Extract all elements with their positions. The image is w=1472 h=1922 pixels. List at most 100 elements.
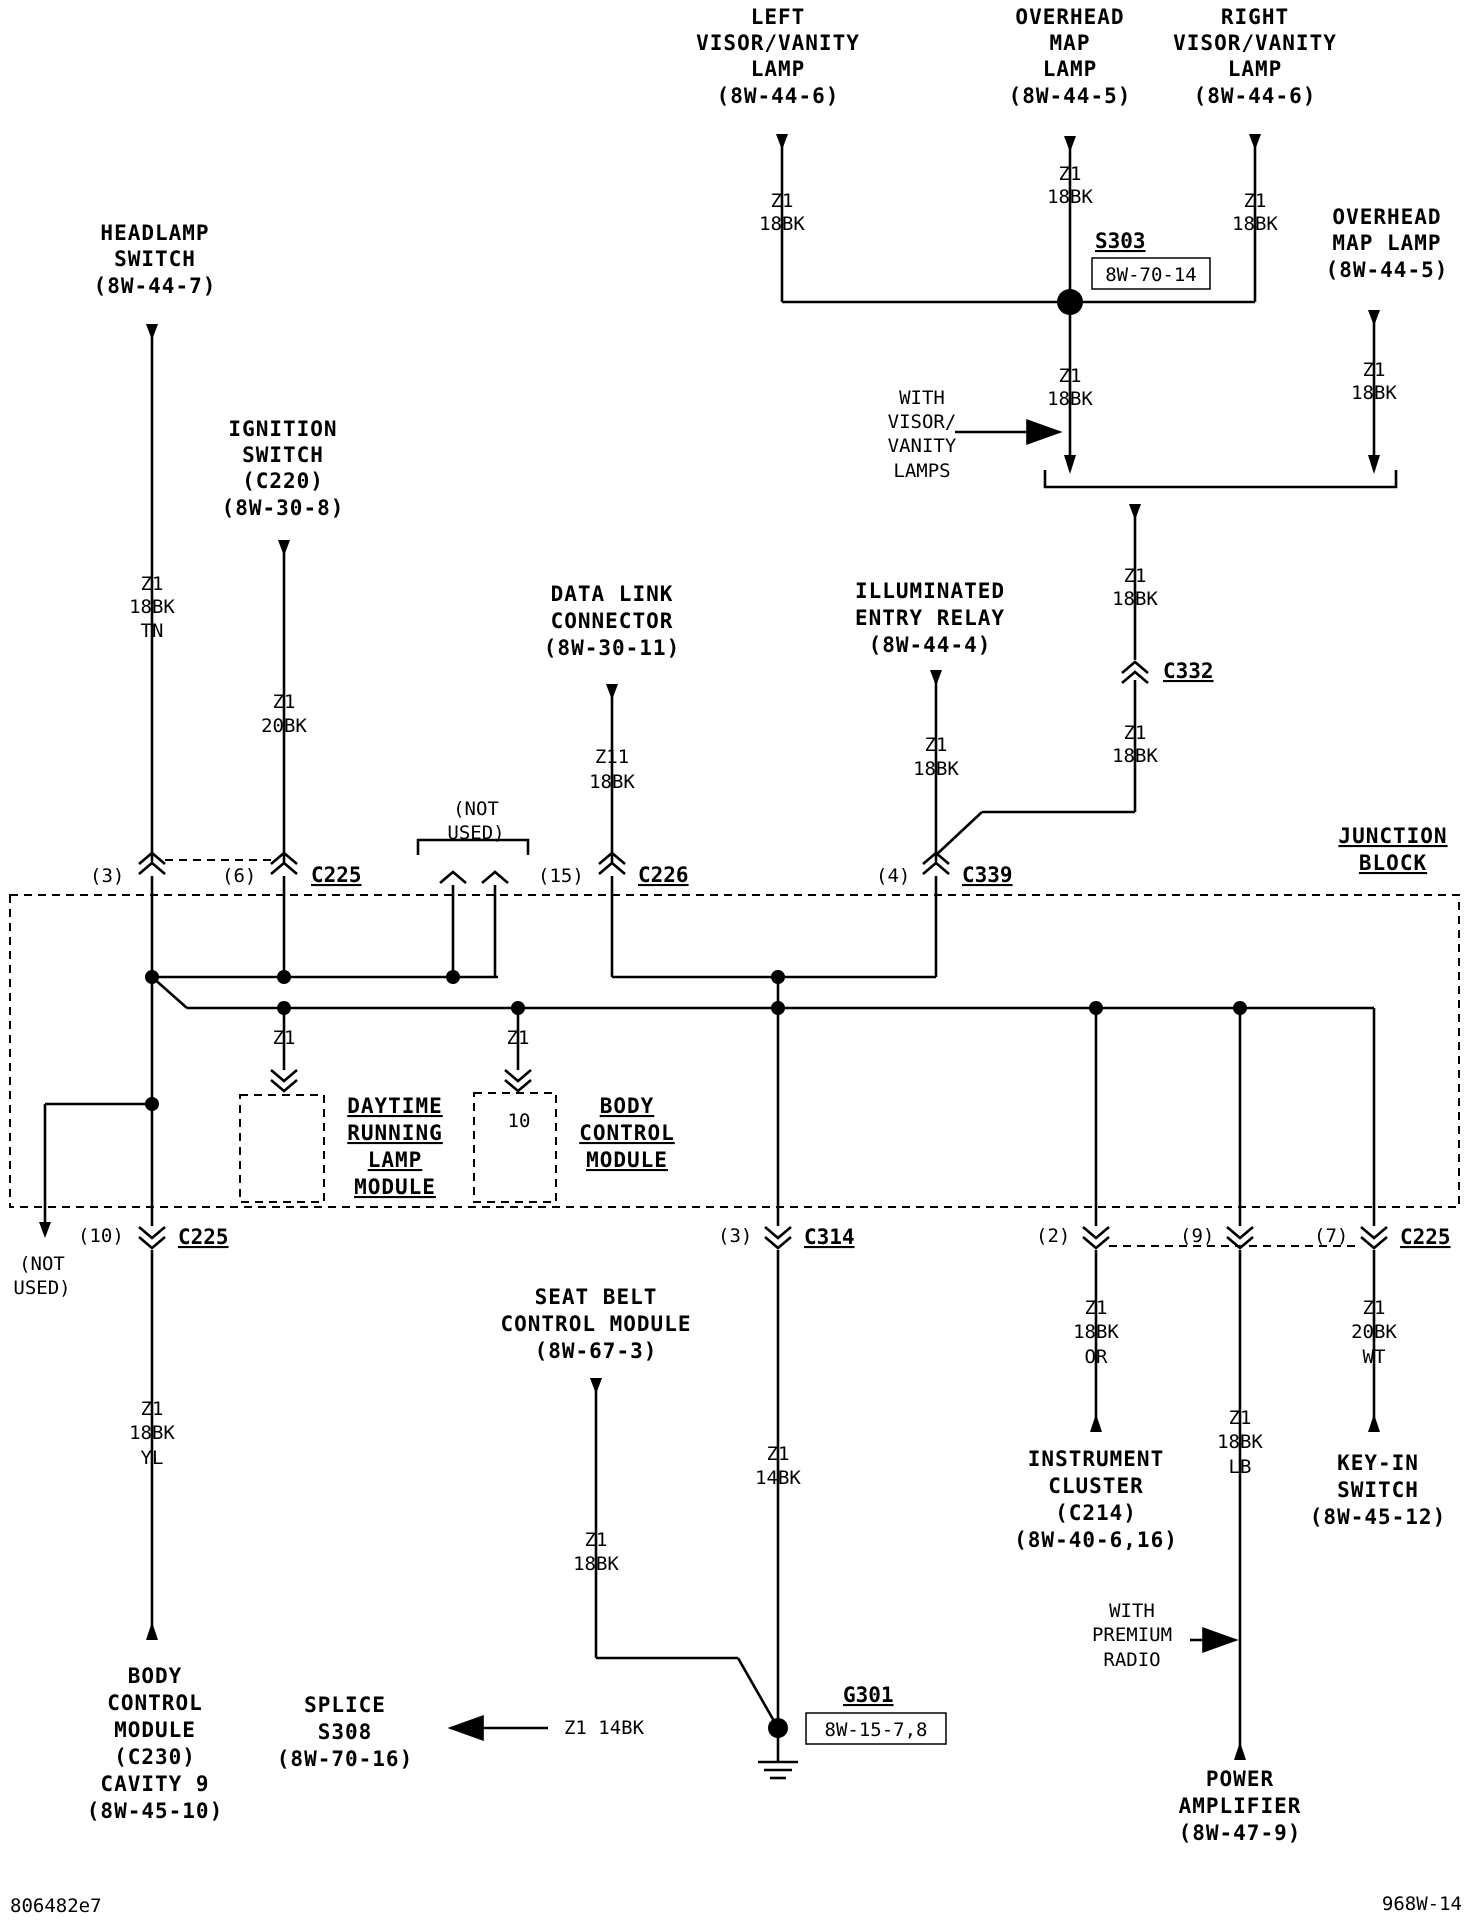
overhead-map-lamp-top-label: OVERHEAD MAP LAMP (8W-44-5): [1009, 5, 1132, 108]
svg-text:Z1: Z1: [925, 734, 948, 756]
junction-block-internal-wiring: [39, 876, 1376, 1238]
svg-text:CAVITY 9: CAVITY 9: [100, 1772, 209, 1796]
top-pin-labels: (3) (6) (15) (4): [90, 865, 910, 887]
headlamp-switch-label: HEADLAMP SWITCH (8W-44-7): [94, 221, 216, 298]
svg-text:MODULE: MODULE: [354, 1175, 436, 1199]
svg-text:PREMIUM: PREMIUM: [1092, 1624, 1172, 1646]
svg-text:(8W-47-9): (8W-47-9): [1179, 1821, 1302, 1845]
svg-text:OVERHEAD: OVERHEAD: [1332, 205, 1441, 229]
svg-text:BODY: BODY: [600, 1094, 655, 1118]
svg-text:(NOT: (NOT: [19, 1253, 65, 1275]
svg-text:Z1: Z1: [1363, 1297, 1386, 1319]
svg-text:18BK: 18BK: [759, 213, 805, 235]
bcm-inner-pin: 10: [508, 1110, 531, 1132]
svg-text:MODULE: MODULE: [114, 1718, 196, 1742]
seat-belt-module-label: SEAT BELT CONTROL MODULE (8W-67-3): [500, 1285, 690, 1363]
svg-text:WITH: WITH: [1109, 1600, 1155, 1622]
svg-text:Z1: Z1: [141, 1398, 164, 1420]
svg-text:RUNNING: RUNNING: [347, 1121, 443, 1145]
svg-text:VANITY: VANITY: [888, 435, 957, 457]
overhead-wire-labels: Z1 18BK Z1 18BK Z1 18BK Z1 18BK Z1 18BK …: [759, 163, 1397, 767]
junction-block-label: JUNCTION BLOCK: [1338, 824, 1446, 875]
svg-text:SWITCH: SWITCH: [242, 443, 324, 467]
svg-text:(8W-44-5): (8W-44-5): [1009, 84, 1132, 108]
splice-s308-label: SPLICE S308 (8W-70-16): [277, 1693, 412, 1771]
svg-text:WITH: WITH: [899, 387, 945, 409]
input-wiring: [138, 324, 950, 884]
svg-text:Z1: Z1: [767, 1443, 790, 1465]
svg-text:USED): USED): [13, 1277, 70, 1299]
svg-text:(C220): (C220): [242, 469, 324, 493]
svg-text:AMPLIFIER: AMPLIFIER: [1179, 1794, 1302, 1818]
svg-text:VISOR/VANITY: VISOR/VANITY: [1173, 31, 1337, 55]
svg-text:Z1: Z1: [1229, 1407, 1252, 1429]
svg-text:18BK: 18BK: [129, 1422, 175, 1444]
c226-label: C226: [638, 863, 689, 887]
svg-text:18BK: 18BK: [573, 1553, 619, 1575]
with-visor-note: WITH VISOR/ VANITY LAMPS: [888, 387, 957, 482]
svg-text:RIGHT: RIGHT: [1221, 5, 1289, 29]
svg-text:BODY: BODY: [128, 1664, 183, 1688]
svg-text:Z1: Z1: [1363, 359, 1386, 381]
svg-text:(15): (15): [538, 865, 584, 887]
bottom-wire-labels: Z1 18BK YL Z1 18BK Z1 14BK Z1 18BK OR Z1…: [129, 1297, 1397, 1575]
bcm-inner-wire-label: Z1: [507, 1027, 530, 1049]
svg-text:(8W-45-12): (8W-45-12): [1310, 1505, 1446, 1529]
bcm-bottom-label: BODY CONTROL MODULE (C230) CAVITY 9 (8W-…: [87, 1664, 223, 1823]
svg-text:CONNECTOR: CONNECTOR: [551, 609, 674, 633]
svg-text:(9): (9): [1180, 1225, 1214, 1247]
svg-text:(8W-44-6): (8W-44-6): [717, 84, 840, 108]
drl-wire-label: Z1: [273, 1027, 296, 1049]
svg-text:IGNITION: IGNITION: [228, 417, 337, 441]
svg-text:LAMPS: LAMPS: [893, 460, 950, 482]
svg-text:(8W-67-3): (8W-67-3): [535, 1339, 658, 1363]
svg-text:14BK: 14BK: [755, 1467, 801, 1489]
svg-text:INSTRUMENT: INSTRUMENT: [1028, 1447, 1164, 1471]
not-used-top-note: (NOT USED): [447, 798, 504, 844]
svg-text:MAP LAMP: MAP LAMP: [1332, 231, 1441, 255]
instrument-cluster-label: INSTRUMENT CLUSTER (C214) (8W-40-6,16): [1014, 1447, 1177, 1552]
with-premium-note: WITH PREMIUM RADIO: [1092, 1600, 1172, 1671]
svg-text:(8W-30-11): (8W-30-11): [544, 636, 680, 660]
svg-text:CONTROL: CONTROL: [579, 1121, 675, 1145]
ignition-switch-label: IGNITION SWITCH (C220) (8W-30-8): [222, 417, 345, 520]
svg-text:TN: TN: [141, 620, 164, 642]
svg-text:(8W-30-8): (8W-30-8): [222, 496, 345, 520]
svg-text:(4): (4): [876, 865, 910, 887]
svg-text:HEADLAMP: HEADLAMP: [100, 221, 209, 245]
svg-text:(3): (3): [718, 1225, 752, 1247]
svg-text:S308: S308: [318, 1720, 373, 1744]
svg-text:Z1: Z1: [1124, 565, 1147, 587]
svg-text:Z1: Z1: [1244, 190, 1267, 212]
svg-text:KEY-IN: KEY-IN: [1337, 1451, 1419, 1475]
c225-top-label: C225: [311, 863, 362, 887]
splice-wire-label-bg: [548, 1716, 666, 1740]
svg-text:MAP: MAP: [1050, 31, 1091, 55]
svg-text:(C230): (C230): [114, 1745, 196, 1769]
overhead-lamp-wiring: [776, 134, 1398, 856]
svg-text:(NOT: (NOT: [453, 798, 499, 820]
bottom-pin-labels: (10) (3) (2) (9) (7): [78, 1225, 1348, 1247]
svg-text:20BK: 20BK: [261, 715, 307, 737]
right-visor-lamp-label: RIGHT VISOR/VANITY LAMP (8W-44-6): [1173, 5, 1337, 108]
c314-label: C314: [804, 1225, 855, 1249]
svg-text:USED): USED): [447, 822, 504, 844]
svg-text:Z1: Z1: [1059, 365, 1082, 387]
svg-text:SPLICE: SPLICE: [304, 1693, 386, 1717]
svg-text:(8W-44-6): (8W-44-6): [1194, 84, 1317, 108]
footer-right-code: 968W-14: [1382, 1893, 1462, 1915]
svg-text:Z1: Z1: [141, 573, 164, 595]
drl-module-label: DAYTIME RUNNING LAMP MODULE: [347, 1094, 443, 1199]
svg-text:(8W-45-10): (8W-45-10): [87, 1799, 223, 1823]
svg-text:ENTRY RELAY: ENTRY RELAY: [855, 606, 1005, 630]
svg-text:POWER: POWER: [1206, 1767, 1274, 1791]
svg-text:Z1: Z1: [585, 1529, 608, 1551]
svg-text:CONTROL: CONTROL: [107, 1691, 203, 1715]
key-in-switch-label: KEY-IN SWITCH (8W-45-12): [1310, 1451, 1446, 1529]
svg-text:LAMP: LAMP: [1043, 57, 1098, 81]
svg-text:Z1: Z1: [1059, 163, 1082, 185]
s303-splice-dot: [1057, 289, 1083, 315]
svg-text:DATA LINK: DATA LINK: [551, 582, 674, 606]
power-amplifier-label: POWER AMPLIFIER (8W-47-9): [1179, 1767, 1302, 1845]
svg-text:LAMP: LAMP: [1228, 57, 1283, 81]
